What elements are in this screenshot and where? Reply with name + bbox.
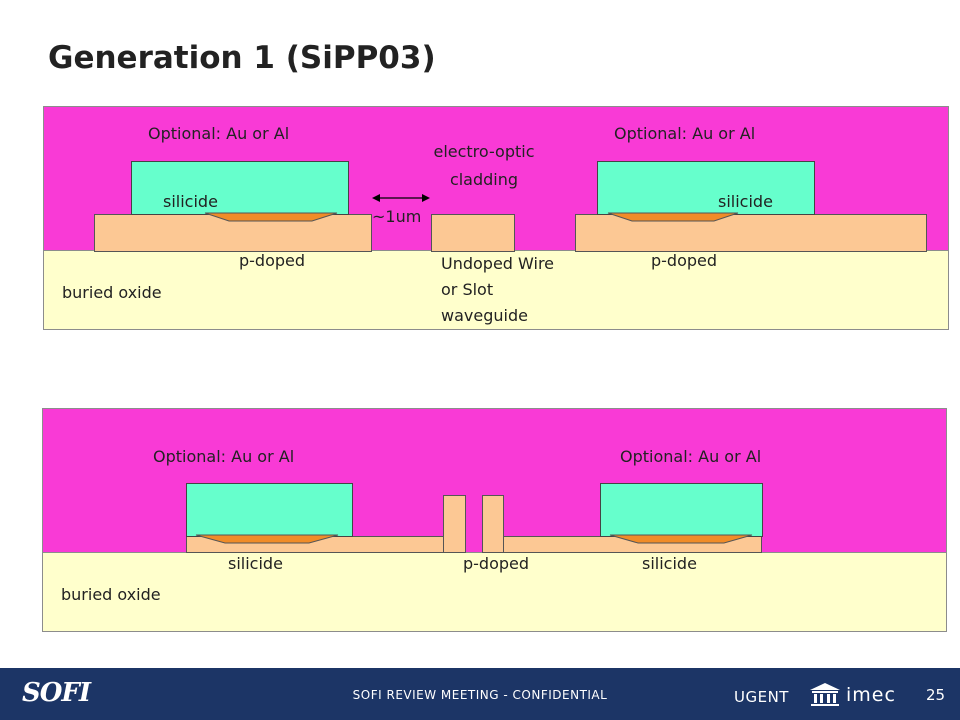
bottom-metal-right-label: Optional: Au or Al <box>620 447 762 466</box>
top-silicide-left-label: silicide <box>163 192 218 211</box>
top-metal-left-label: Optional: Au or Al <box>148 124 290 143</box>
top-cladding-label: electro-optic cladding <box>433 142 535 189</box>
building-icon <box>810 683 840 706</box>
imec-logo: imec <box>846 684 896 706</box>
bottom-metal-left-label: Optional: Au or Al <box>153 447 295 466</box>
sofi-logo: SOFI <box>22 678 91 708</box>
top-metal-right <box>597 161 815 215</box>
top-buried-oxide-layer <box>43 250 949 330</box>
page-title: Generation 1 (SiPP03) <box>48 40 436 76</box>
page-number: 25 <box>926 686 946 704</box>
top-silicide-right-label: silicide <box>718 192 773 211</box>
bottom-pdoped-left-slab <box>186 536 466 553</box>
bottom-slot-rail-left <box>443 495 466 553</box>
bottom-silicide-left-label: silicide <box>228 554 283 573</box>
top-pdoped-left-label: p-doped <box>239 251 306 270</box>
bottom-metal-left <box>186 483 353 537</box>
bottom-silicide-right-label: silicide <box>642 554 697 573</box>
top-buried-oxide-label: buried oxide <box>62 283 162 302</box>
top-pdoped-right-label: p-doped <box>651 251 718 270</box>
top-pdoped-right <box>575 214 927 252</box>
bottom-slot-rail-right <box>482 495 504 553</box>
top-waveguide-core <box>431 214 515 252</box>
confidential-notice: SOFI REVIEW MEETING - CONFIDENTIAL <box>352 688 608 702</box>
top-pdoped-left <box>94 214 372 252</box>
top-gap-label: ~1um <box>372 207 422 226</box>
bottom-metal-right <box>600 483 763 537</box>
top-waveguide-label: Undoped Wire or Slot waveguide <box>441 254 555 325</box>
bottom-pdoped-right-slab <box>482 536 762 553</box>
top-metal-right-label: Optional: Au or Al <box>614 124 756 143</box>
bottom-pdoped-label: p-doped <box>463 554 530 573</box>
ugent-logo: UGENT <box>734 688 789 706</box>
bottom-buried-oxide-layer <box>42 552 947 632</box>
top-metal-left <box>131 161 349 215</box>
bottom-buried-oxide-label: buried oxide <box>61 585 161 604</box>
footer-bar: SOFI SOFI REVIEW MEETING - CONFIDENTIAL … <box>0 668 960 720</box>
